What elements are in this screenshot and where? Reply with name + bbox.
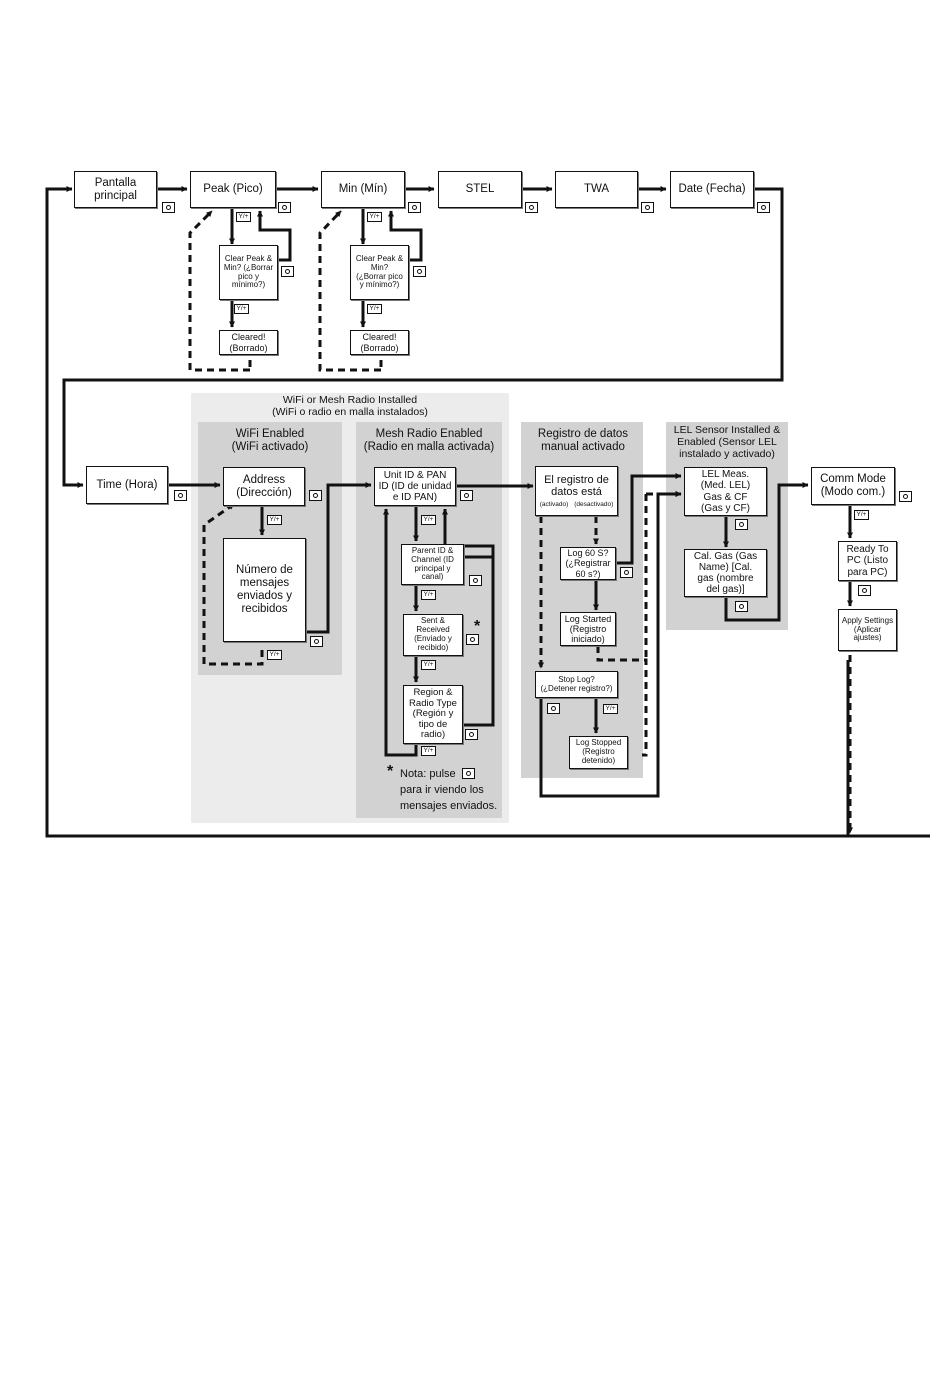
note-star: * [387, 763, 394, 780]
node-twa[interactable]: TWA [555, 171, 638, 208]
yes-plus-button-icon: Y/+ [603, 704, 618, 714]
node-ready-pc[interactable]: Ready To PC (Listo para PC) [838, 541, 897, 581]
log-state-on: (activado) [539, 501, 569, 509]
node-clear-peak[interactable]: Clear Peak & Min? (¿Borrar pico y mínimo… [219, 245, 278, 300]
mode-button-icon [174, 490, 187, 501]
note-line-3: mensajes enviados. [400, 800, 498, 812]
yes-plus-button-icon: Y/+ [267, 650, 282, 660]
mode-button-icon [525, 202, 538, 213]
mode-button-icon [641, 202, 654, 213]
node-time[interactable]: Time (Hora) [86, 466, 168, 504]
mode-button-icon [469, 575, 482, 586]
yes-plus-button-icon: Y/+ [367, 212, 382, 222]
mode-button-icon [735, 601, 748, 612]
mode-button-icon [735, 519, 748, 530]
node-log-started[interactable]: Log Started (Registro iniciado) [560, 612, 616, 646]
yes-plus-button-icon: Y/+ [267, 515, 282, 525]
yes-plus-button-icon: Y/+ [421, 515, 436, 525]
node-cleared-peak[interactable]: Cleared! (Borrado) [219, 330, 278, 355]
region-title-manual-log: Registro de datos manual activado [537, 428, 629, 453]
node-peak[interactable]: Peak (Pico) [190, 171, 276, 208]
mode-button-icon [278, 202, 291, 213]
node-log-stopped[interactable]: Log Stopped (Registro detenido) [569, 736, 628, 769]
node-stop-log[interactable]: Stop Log? (¿Detener registro?) [535, 671, 618, 698]
region-title-mesh-enabled: Mesh Radio Enabled (Radio en malla activ… [363, 428, 495, 453]
mode-button-icon [310, 636, 323, 647]
note-line-1: Nota: pulse [400, 768, 456, 780]
mode-button-icon [620, 567, 633, 578]
region-title-wifi-mesh: WiFi or Mesh Radio Installed (WiFi o rad… [272, 394, 428, 418]
node-main-screen[interactable]: Pantalla principal [74, 171, 157, 208]
mode-button-icon [547, 703, 560, 714]
mode-button-icon [899, 491, 912, 502]
note-star-marker: * [474, 618, 481, 635]
mode-button-icon [466, 634, 479, 645]
mode-button-icon [465, 729, 478, 740]
node-unit-id[interactable]: Unit ID & PAN ID (ID de unidad e ID PAN) [374, 467, 456, 506]
region-title-wifi-enabled: WiFi Enabled (WiFi activado) [231, 428, 309, 453]
mode-button-icon [413, 266, 426, 277]
note-line-2: para ir viendo los [400, 784, 484, 796]
node-min[interactable]: Min (Mín) [321, 171, 405, 208]
mode-button-icon [858, 585, 871, 596]
node-date[interactable]: Date (Fecha) [670, 171, 754, 208]
node-region-type[interactable]: Region & Radio Type (Región y tipo de ra… [403, 685, 463, 744]
mode-button-icon [309, 490, 322, 501]
node-cal-gas[interactable]: Cal. Gas (Gas Name) [Cal. gas (nombre de… [684, 549, 767, 597]
yes-plus-button-icon: Y/+ [421, 660, 436, 670]
mode-button-icon [162, 202, 175, 213]
mode-button-icon [460, 490, 473, 501]
node-clear-min[interactable]: Clear Peak & Min? (¿Borrar pico y mínimo… [350, 245, 409, 300]
node-log60[interactable]: Log 60 S? (¿Registrar 60 s?) [560, 547, 616, 580]
node-messages[interactable]: Número de mensajes enviados y recibidos [223, 538, 306, 642]
node-apply-settings[interactable]: Apply Settings (Aplicar ajustes) [838, 609, 897, 651]
log-enabled-label: El registro de datos está [544, 473, 609, 498]
node-cleared-min[interactable]: Cleared! (Borrado) [350, 330, 409, 355]
region-title-lel: LEL Sensor Installed & Enabled (Sensor L… [673, 424, 781, 460]
node-stel[interactable]: STEL [438, 171, 522, 208]
yes-plus-button-icon: Y/+ [367, 304, 382, 314]
mode-button-icon [408, 202, 421, 213]
yes-plus-button-icon: Y/+ [421, 746, 436, 756]
yes-plus-button-icon: Y/+ [234, 304, 249, 314]
mode-button-icon [757, 202, 770, 213]
log-enabled-states: (activado) (desactivado) [540, 501, 614, 508]
node-parent-id[interactable]: Parent ID & Channel (ID principal y cana… [401, 544, 464, 585]
mode-button-icon [281, 266, 294, 277]
node-sent-received[interactable]: Sent & Received (Enviado y recibido) [403, 614, 463, 656]
yes-plus-button-icon: Y/+ [854, 510, 869, 520]
node-lel-meas[interactable]: LEL Meas. (Med. LEL) Gas & CF (Gas y CF) [684, 467, 767, 516]
node-comm-mode[interactable]: Comm Mode (Modo com.) [811, 467, 895, 505]
node-address[interactable]: Address (Dirección) [223, 467, 305, 506]
yes-plus-button-icon: Y/+ [236, 212, 251, 222]
mode-button-icon [462, 768, 475, 779]
log-state-off: (desactivado) [574, 501, 614, 509]
yes-plus-button-icon: Y/+ [421, 590, 436, 600]
node-log-enabled[interactable]: El registro de datos está (activado) (de… [535, 466, 618, 516]
